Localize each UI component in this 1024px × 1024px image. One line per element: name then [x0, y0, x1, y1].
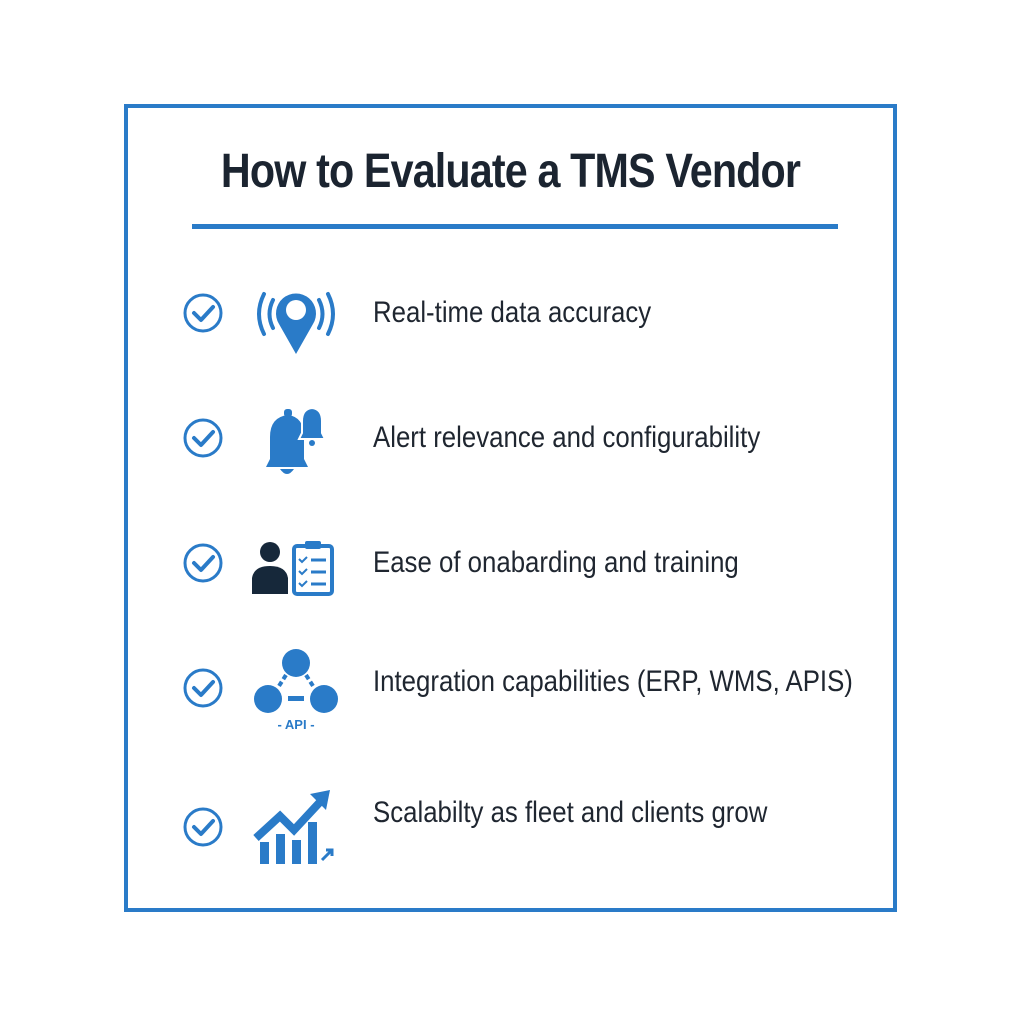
item-label: Real-time data accuracy — [373, 296, 652, 329]
list-item-onboarding: Ease of onabarding and training — [128, 518, 893, 608]
list-item-scalability: Scalabilty as fleet and clients grow — [128, 768, 893, 864]
list-item-integration: - API - Integration capabilities (ERP, W… — [128, 643, 893, 733]
item-label: Ease of onabarding and training — [373, 546, 739, 579]
page-title: How to Evaluate a TMS Vendor — [220, 145, 801, 198]
user-checklist-icon — [252, 541, 334, 596]
infographic-frame: How to Evaluate a TMS Vendor Real-time d… — [124, 104, 897, 912]
title-divider — [192, 224, 838, 229]
checkmark-circle-icon — [183, 543, 223, 583]
checkmark-circle-icon — [183, 293, 223, 333]
growth-chart-icon — [253, 790, 334, 864]
checkmark-circle-icon — [183, 807, 223, 847]
item-label: Alert relevance and configurability — [373, 421, 761, 454]
item-label: Integration capabilities (ERP, WMS, APIS… — [373, 665, 853, 698]
bell-alert-icon — [266, 406, 327, 474]
item-label: Scalabilty as fleet and clients grow — [373, 796, 768, 829]
location-signal-icon — [257, 292, 335, 354]
checkmark-circle-icon — [183, 418, 223, 458]
api-network-icon: - API - — [254, 649, 338, 732]
checkmark-circle-icon — [183, 668, 223, 708]
list-item-realtime-data: Real-time data accuracy — [128, 268, 893, 358]
svg-text:- API -: - API - — [277, 717, 314, 732]
list-item-alert-relevance: Alert relevance and configurability — [128, 393, 893, 483]
